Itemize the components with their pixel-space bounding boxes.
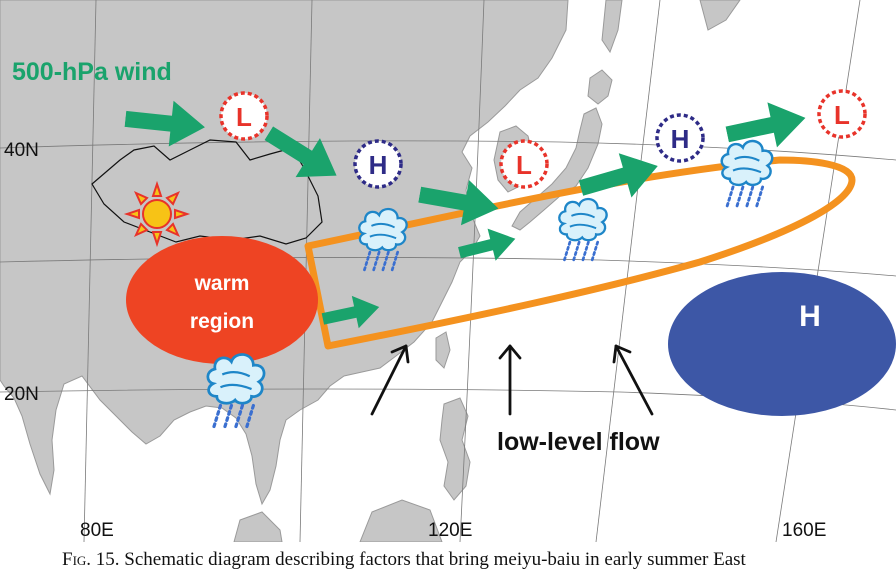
low-level-flow-label: low-level flow [497,428,660,456]
pacific-high-letter: H [799,300,821,333]
low-letter: L [236,102,252,132]
lat-label-20n: 20N [4,384,39,405]
meiyu-baiu-map: warm region H L H L H L [0,0,896,542]
sun-icon [123,180,191,248]
lon-label-160e: 160E [782,520,826,541]
flow-arrow-icon [370,344,410,416]
high-letter: H [369,150,388,180]
lon-label-120e: 120E [428,520,472,541]
high-pressure-2: H [655,113,705,163]
japan-islands [511,69,613,231]
pacific-high [668,272,896,416]
flow-arrow-icon [498,344,522,416]
low-letter: L [834,100,850,130]
baiu-front-loop [304,156,856,350]
wind-label: 500-hPa wind [12,58,172,86]
low-pressure-1: L [219,91,269,141]
warm-region [126,236,318,364]
caption-figure-label: Fig. 15. [62,549,120,570]
flow-arrow-icon [612,344,654,416]
warm-region-label-1: warm [194,272,250,295]
lat-label-40n: 40N [4,140,39,161]
high-pressure-1: H [353,139,403,189]
high-letter: H [671,124,690,154]
warm-region-label-2: region [190,310,254,333]
lon-label-80e: 80E [80,520,114,541]
low-letter: L [516,150,532,180]
caption-text: Schematic diagram describing factors tha… [119,549,746,570]
low-pressure-2: L [499,139,549,189]
tibetan-plateau-outline [91,139,323,245]
philippines [439,397,471,501]
figure-caption: Fig. 15. Schematic diagram describing fa… [62,549,896,570]
low-level-flow-arrows [370,344,654,416]
low-pressure-3: L [817,89,867,139]
